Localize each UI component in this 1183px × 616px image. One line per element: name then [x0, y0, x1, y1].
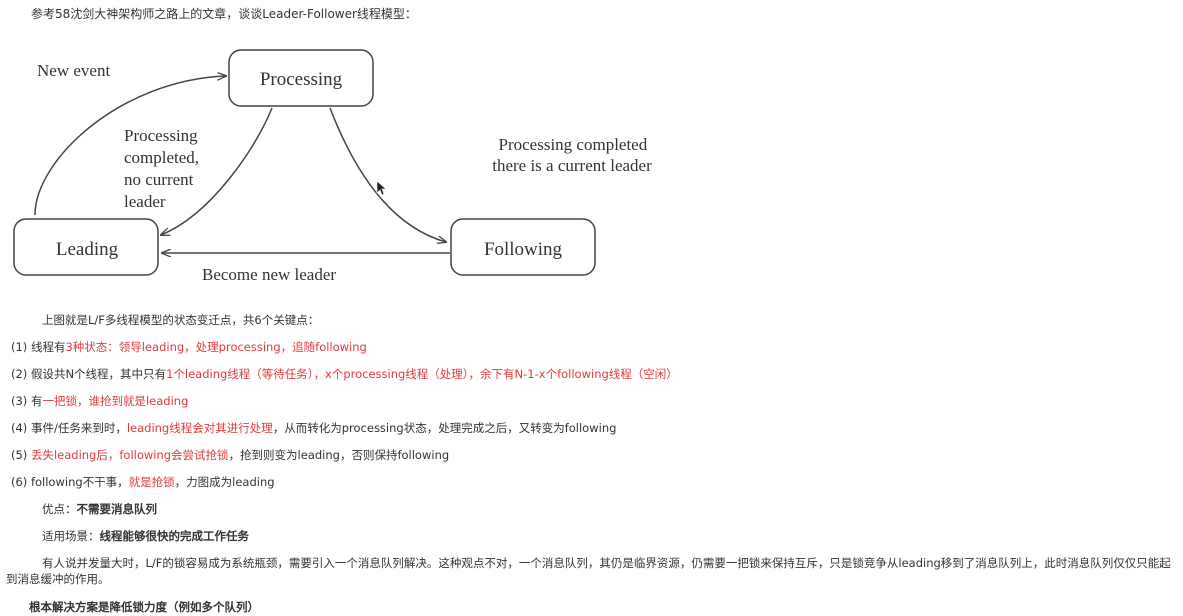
- point-item-5: (5) 丢失leading后，following会尝试抢锁，抢到则变为leadi…: [11, 447, 449, 463]
- edge-label-completed-with-leader: Processing completed there is a current …: [492, 135, 652, 175]
- point-text: 线程有: [30, 340, 66, 354]
- leader-follower-state-diagram: Processing Leading Following New event P…: [13, 49, 652, 284]
- point-highlight: 3种状态：领导leading，处理processing，追随following: [65, 340, 367, 354]
- point-number: (1): [11, 340, 28, 354]
- point-number: (4): [11, 421, 28, 435]
- edge-completed-no-leader: [161, 107, 273, 235]
- point-highlight: 就是抢锁: [128, 475, 175, 489]
- point-text: following不干事，: [30, 475, 129, 489]
- point-text: 假设共N个线程，其中只有: [30, 367, 167, 381]
- advantage-label: 优点：: [42, 502, 77, 516]
- edge-label-become-new-leader: Become new leader: [202, 265, 336, 284]
- point-number: (5): [11, 448, 28, 462]
- edge-label-line: completed,: [124, 148, 199, 167]
- edge-label-line: Processing: [124, 126, 198, 145]
- edge-label-line: Processing completed: [499, 135, 648, 154]
- scenario-value: 线程能够很快的完成工作任务: [99, 529, 250, 543]
- point-number: (3): [11, 394, 28, 408]
- point-text: 有: [30, 394, 43, 408]
- scenario-label: 适用场景：: [42, 529, 100, 543]
- point-highlight: 丢失leading后，following会尝试抢锁: [30, 448, 229, 462]
- advantage-value: 不需要消息队列: [76, 502, 158, 516]
- point-text-tail: ，力图成为leading: [174, 475, 275, 489]
- edge-new-event: [34, 76, 226, 216]
- point-item-6: (6) following不干事，就是抢锁，力图成为leading: [11, 474, 275, 490]
- scenario-line: 适用场景：线程能够很快的完成工作任务: [42, 528, 249, 544]
- edge-label-line: there is a current leader: [492, 156, 652, 175]
- point-item-4: (4) 事件/任务来到时，leading线程会对其进行处理，从而转化为proce…: [11, 420, 616, 436]
- point-number: (6): [11, 475, 28, 489]
- point-item-2: (2) 假设共N个线程，其中只有1个leading线程（等待任务），x个proc…: [11, 366, 678, 382]
- point-highlight: leading线程会对其进行处理: [126, 421, 273, 435]
- following-state: Following: [450, 218, 596, 276]
- conclusion-text: 根本解决方案是降低锁力度（例如多个队列）: [29, 600, 259, 614]
- intro-text: 参考58沈剑大神架构师之路上的文章，谈谈Leader-Follower线程模型：: [31, 7, 417, 21]
- edge-completed-with-leader: [329, 107, 446, 242]
- point-text-tail: ，从而转化为processing状态，处理完成之后，又转变为following: [272, 421, 617, 435]
- leading-state: Leading: [13, 218, 159, 276]
- edge-label-line: leader: [124, 192, 166, 211]
- discussion-paragraph: 有人说并发量大时，L/F的锁容易成为系统瓶颈，需要引入一个消息队列解决。这种观点…: [6, 556, 1171, 586]
- summary-text: 上图就是L/F多线程模型的状态变迁点，共6个关键点：: [42, 313, 320, 327]
- mouse-cursor-icon: [376, 180, 387, 196]
- point-number: (2): [11, 367, 28, 381]
- edge-label-completed-no-leader: Processing completed, no current leader: [124, 126, 203, 211]
- edge-label-line: no current: [124, 170, 194, 189]
- point-item-1: (1) 线程有3种状态：领导leading，处理processing，追随fol…: [11, 339, 367, 355]
- leading-state-label: Leading: [56, 239, 119, 260]
- advantage-line: 优点：不需要消息队列: [42, 501, 157, 517]
- point-item-3: (3) 有一把锁，谁抢到就是leading: [11, 393, 188, 409]
- edge-label-new-event: New event: [37, 61, 110, 80]
- point-highlight: 一把锁，谁抢到就是leading: [42, 394, 189, 408]
- point-text-tail: ，抢到则变为leading，否则保持following: [228, 448, 450, 462]
- point-text: 事件/任务来到时，: [30, 421, 127, 435]
- processing-state-label: Processing: [260, 69, 343, 90]
- processing-state: Processing: [228, 49, 374, 107]
- point-highlight: 1个leading线程（等待任务），x个processing线程（处理），余下有…: [166, 367, 678, 381]
- following-state-label: Following: [484, 239, 563, 260]
